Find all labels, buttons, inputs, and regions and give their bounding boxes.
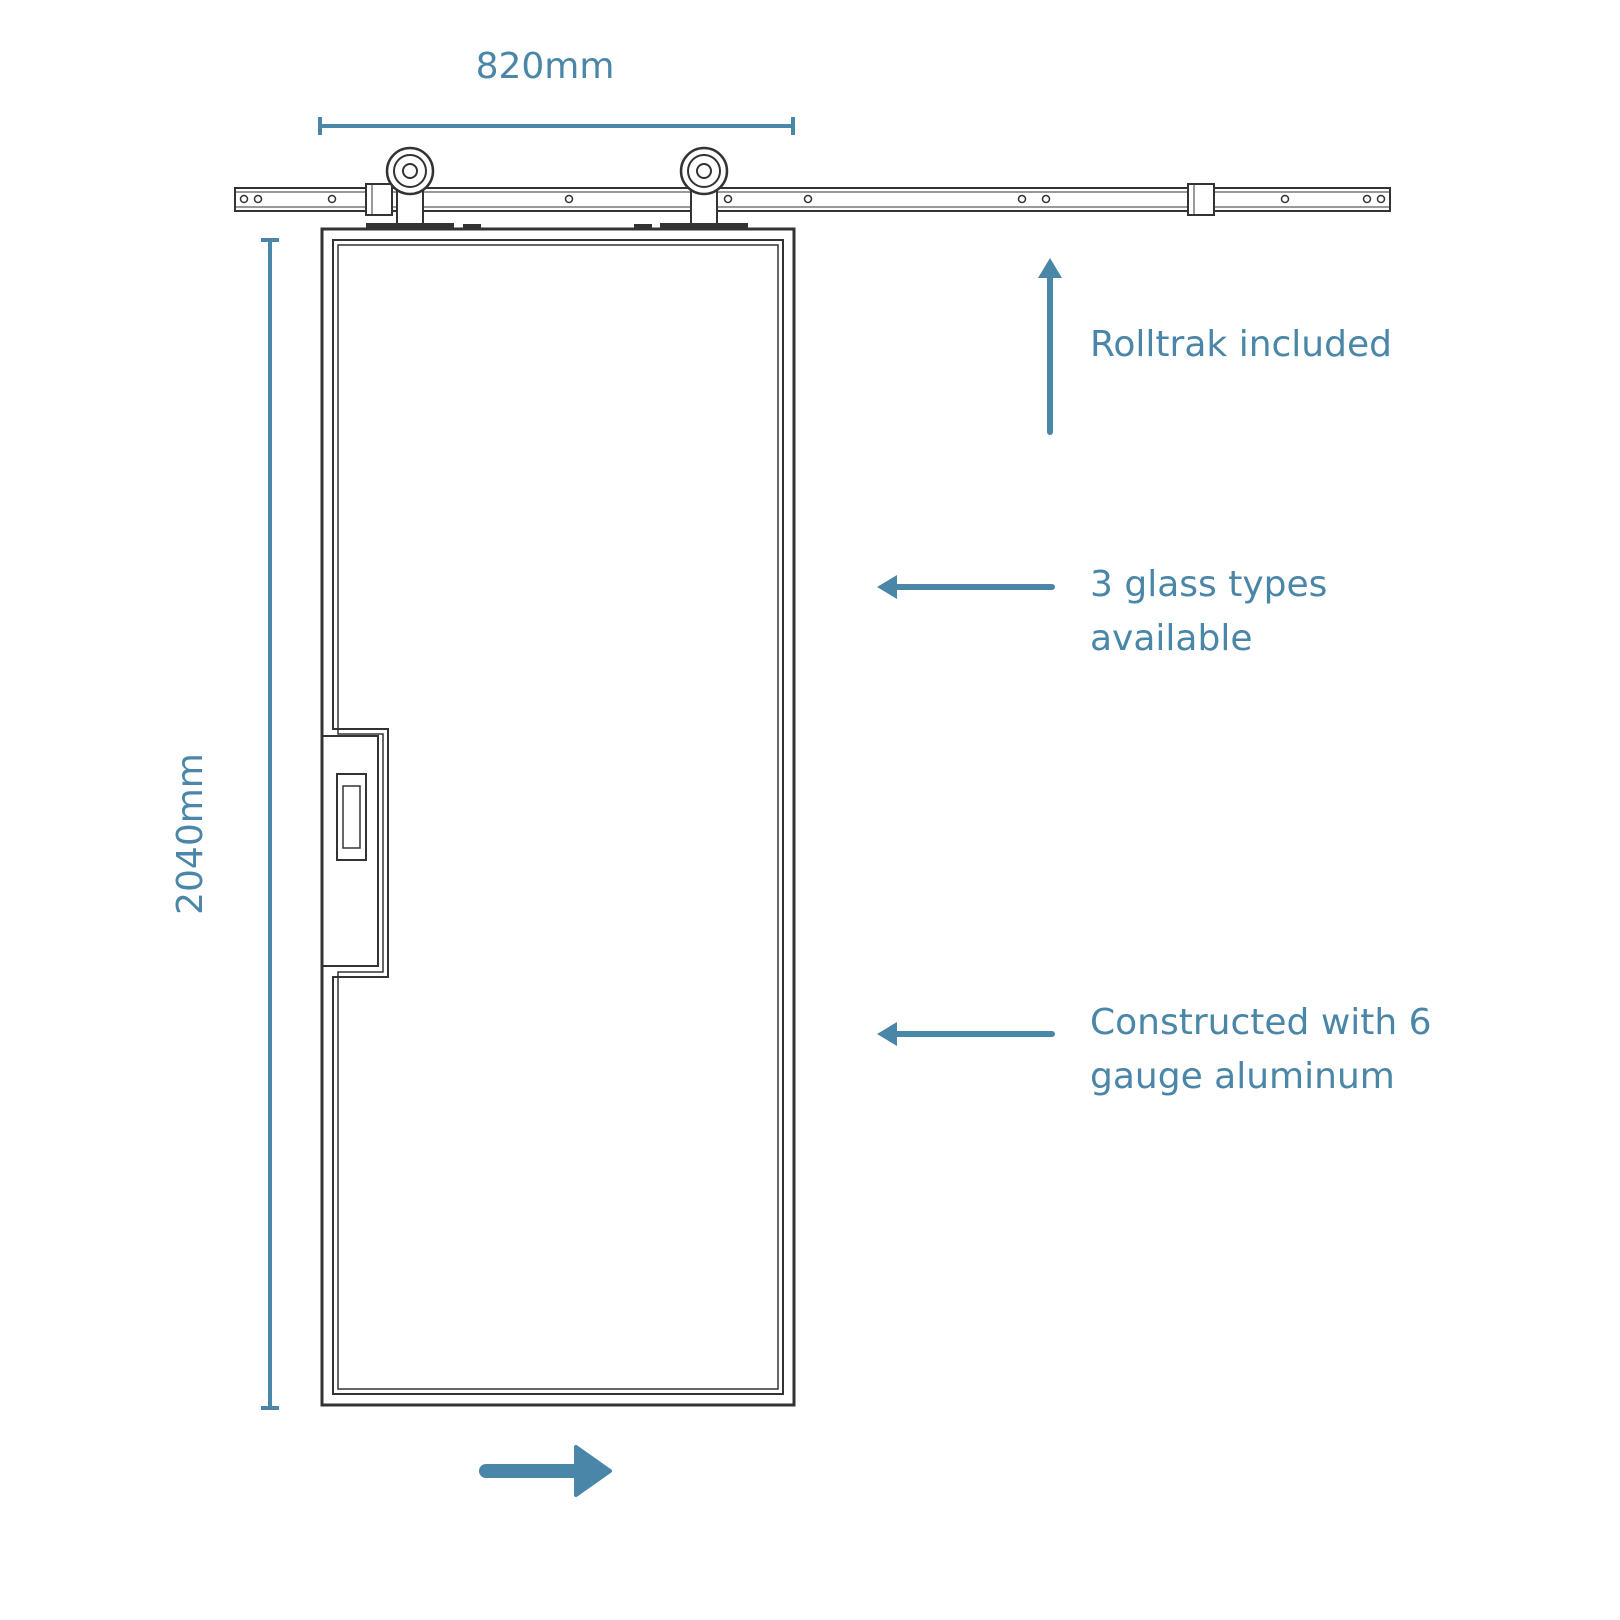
height-dimension: 2040mm <box>170 238 279 1410</box>
rail-bolt <box>1376 194 1386 204</box>
callout-glass-line-1: 3 glass types <box>1090 564 1327 605</box>
hanger-plate-right <box>660 223 748 229</box>
rail-stopper-left <box>365 183 393 216</box>
arrow-up-icon <box>1038 258 1062 278</box>
callout-glass: 3 glass types available <box>877 564 1339 659</box>
rail-bolt <box>1041 194 1051 204</box>
rail-bolt <box>1017 194 1027 204</box>
rail-bolt <box>253 194 263 204</box>
width-label: 820mm <box>476 46 615 87</box>
rail-stopper-right <box>1187 183 1215 216</box>
callout-rolltrak-text: Rolltrak included <box>1090 324 1392 365</box>
callout-glass-text: 3 glass types available <box>1090 564 1339 659</box>
door-frame-outer <box>320 227 796 1407</box>
rail-bar <box>234 187 1391 212</box>
rolltrak-rail <box>234 183 1391 216</box>
height-label: 2040mm <box>170 753 211 915</box>
arrow-right-icon <box>574 1445 612 1497</box>
callout-rolltrak-line-1: Rolltrak included <box>1090 324 1392 365</box>
arrow-left-icon <box>877 575 897 599</box>
door-frame-inner <box>332 239 784 1395</box>
rail-bolt <box>723 194 733 204</box>
arrow-left-icon <box>877 1022 897 1046</box>
rail-bolt <box>239 194 249 204</box>
slide-direction <box>479 1445 612 1497</box>
roller-right <box>679 146 729 227</box>
roller-left <box>385 146 435 227</box>
door-handle-recess <box>342 785 361 849</box>
door-panel <box>320 227 796 1407</box>
callout-rolltrak: Rolltrak included <box>1038 258 1392 435</box>
anti-jump-block <box>634 224 652 229</box>
roller-strap <box>396 189 424 227</box>
rail-bolt <box>564 194 574 204</box>
anti-jump-block <box>463 224 481 229</box>
door-handle-plate <box>321 735 379 967</box>
door-handle-pull <box>336 773 367 861</box>
callout-construction-line-2: gauge aluminum <box>1090 1056 1395 1097</box>
roller-wheel-hub <box>696 163 712 179</box>
roller-wheel-hub <box>402 163 418 179</box>
callout-construction-text: Constructed with 6 gauge aluminum <box>1090 1002 1443 1097</box>
rail-bolt <box>327 194 337 204</box>
callout-construction: Constructed with 6 gauge aluminum <box>877 1002 1443 1097</box>
rail-bolt <box>1362 194 1372 204</box>
width-dimension: 820mm <box>318 46 795 135</box>
callout-glass-line-2: available <box>1090 618 1253 659</box>
callout-construction-line-1: Constructed with 6 <box>1090 1002 1432 1043</box>
rail-bolt <box>803 194 813 204</box>
door-top-hardware <box>366 223 748 229</box>
glass-edge <box>337 244 779 1390</box>
hanger-plate-left <box>366 223 454 229</box>
roller-strap <box>690 189 718 227</box>
rail-bolt <box>1280 194 1290 204</box>
